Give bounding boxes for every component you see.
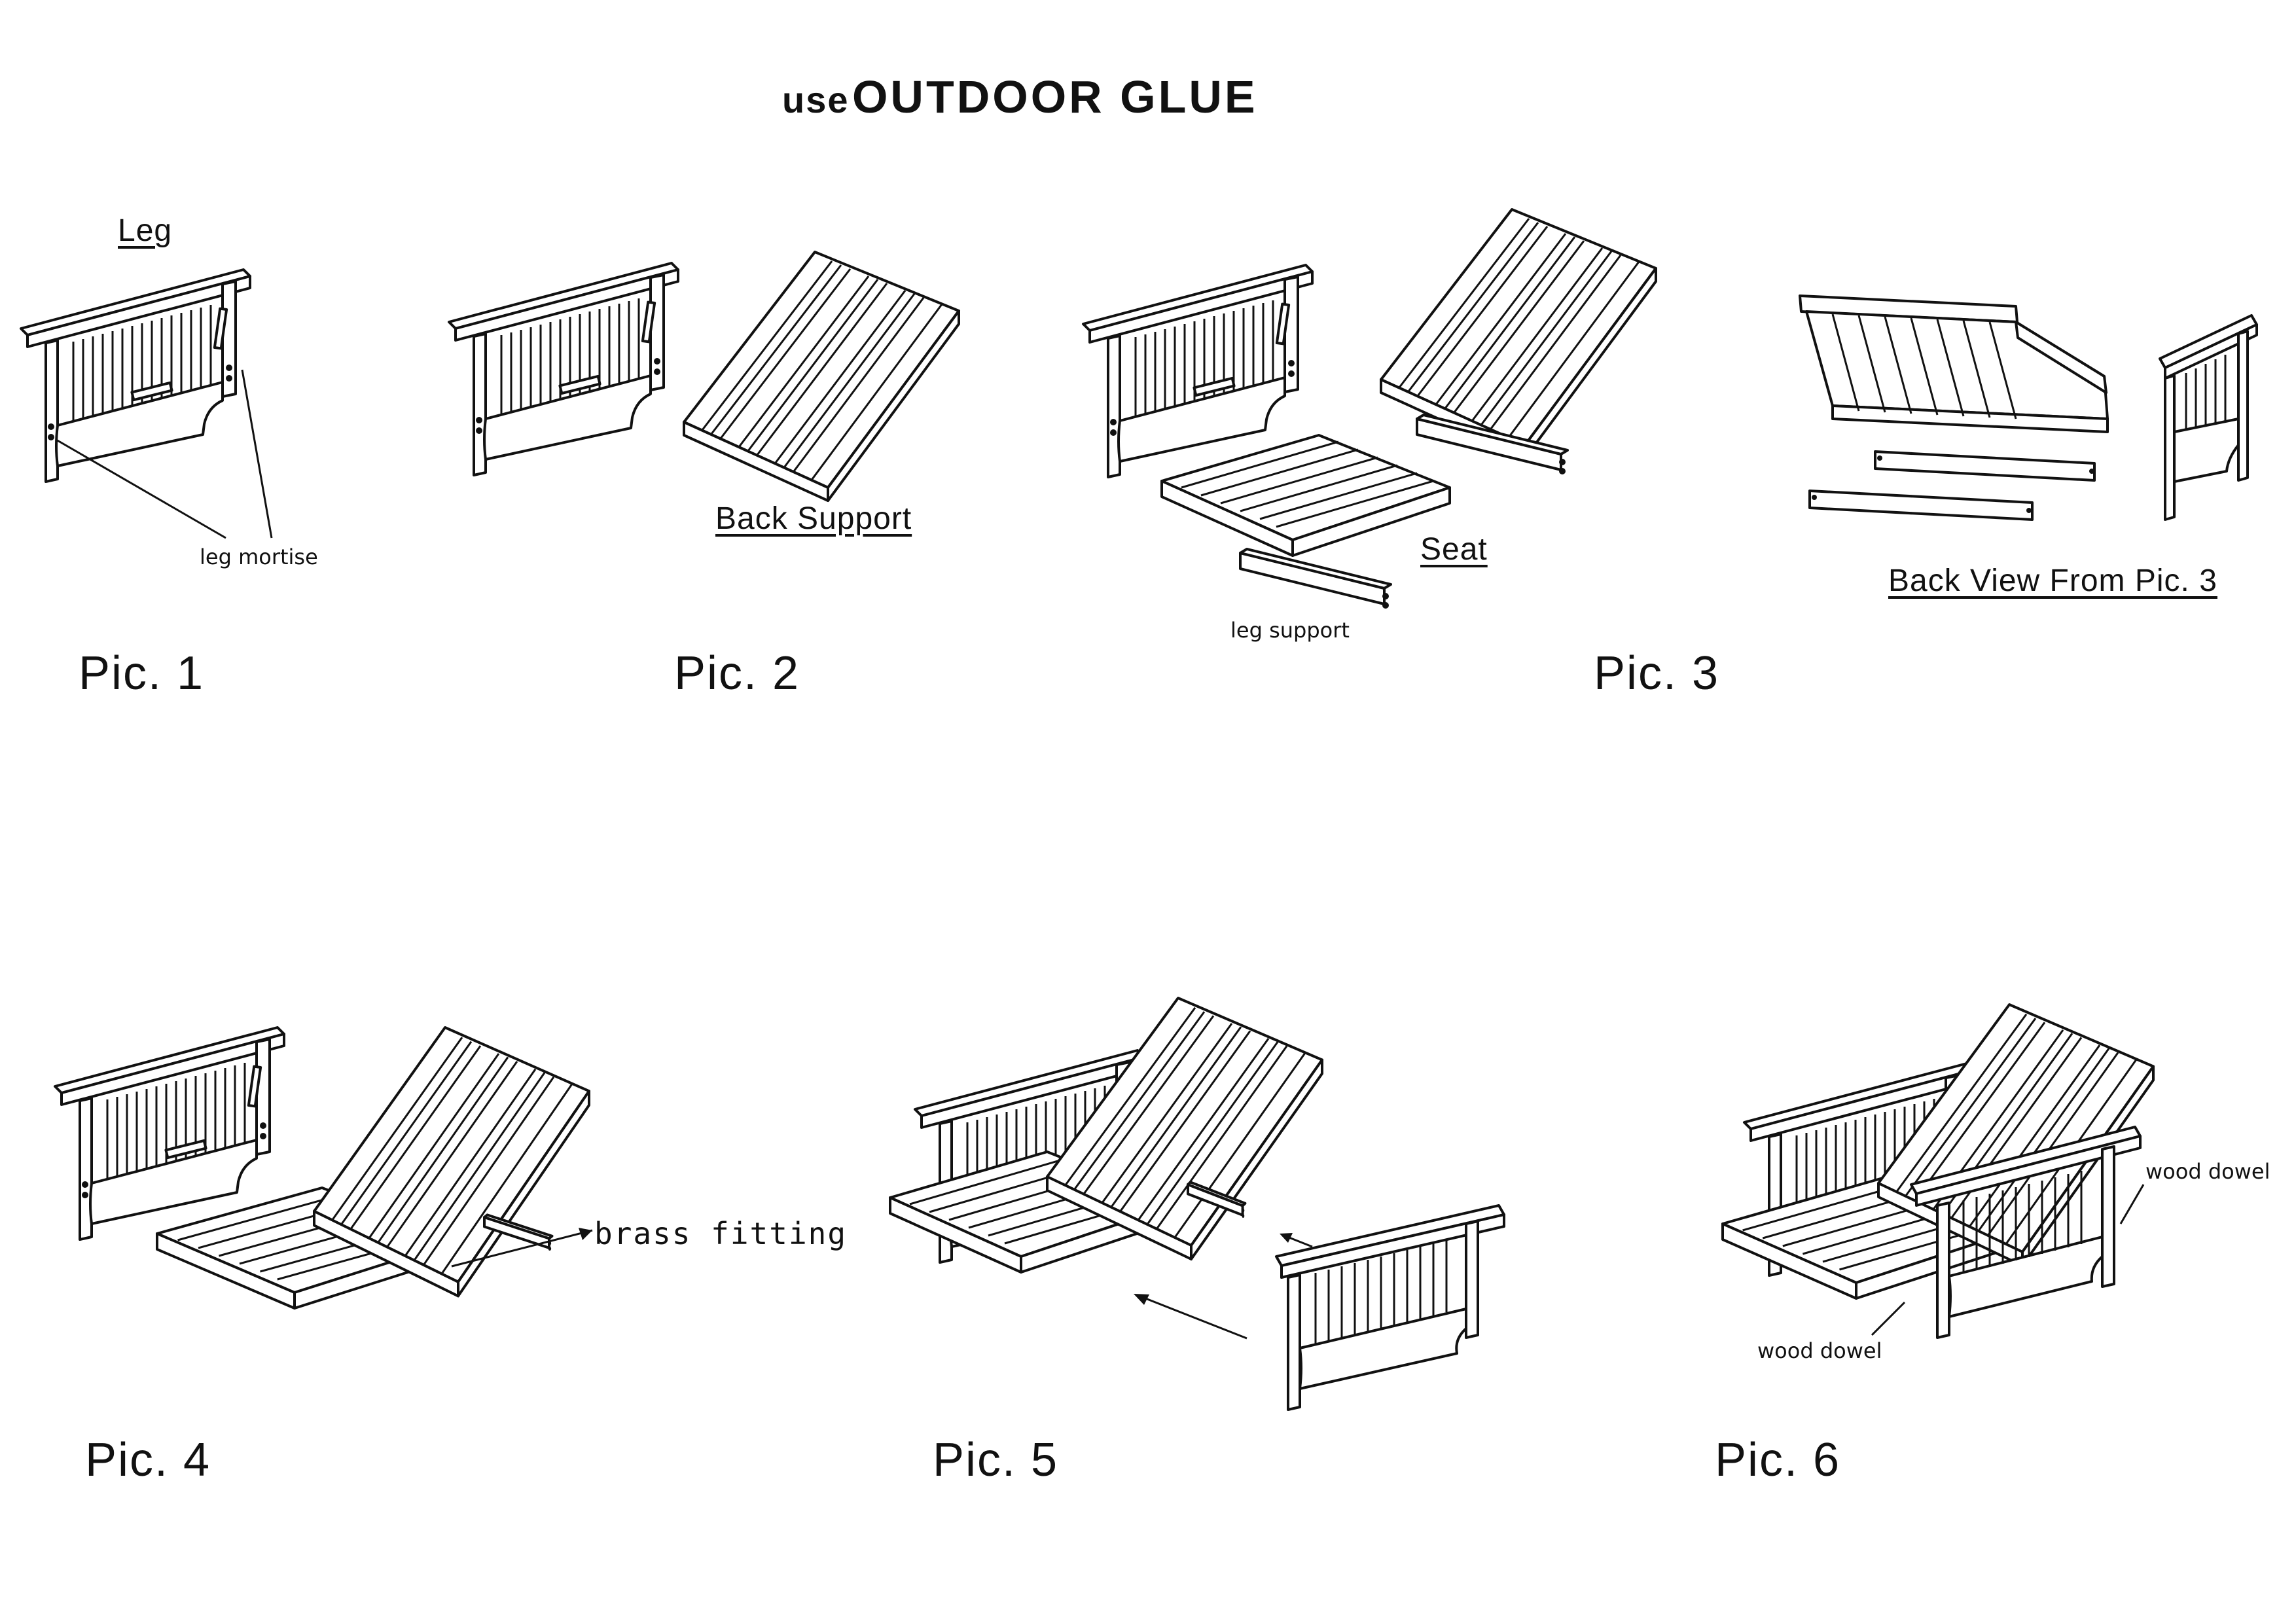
pic6-dowel-leader-left [1872,1302,1905,1335]
back-view-side-frame [2160,315,2257,520]
pic6-leg-frame-front [1911,1127,2140,1338]
pic3-leg-frame [1082,264,1314,478]
title-prefix: use [782,79,850,120]
caption-pic-1: Pic. 1 [79,647,205,700]
pic3-rail-lower [1239,548,1392,610]
pic5-arrowhead-2 [1280,1233,1293,1243]
caption-pic-6: Pic. 6 [1715,1434,1841,1486]
page-title: use OUTDOOR GLUE [782,71,1258,123]
label-wood-dowel-left: wood dowel [1757,1338,1882,1363]
label-back-view: Back View From Pic. 3 [1888,563,2217,598]
back-view-assembly [1800,296,2108,520]
caption-pic-2: Pic. 2 [674,647,800,700]
pic3-seat [1160,434,1451,557]
pic4-brass-leader [452,1230,592,1266]
pic1-leader-2 [242,370,272,538]
label-back-support: Back Support [715,501,912,536]
pic5-arrow-1 [1139,1296,1247,1338]
caption-pic-4: Pic. 4 [85,1434,211,1486]
caption-pic-5: Pic. 5 [933,1434,1059,1486]
label-leg-mortise: leg mortise [200,544,318,569]
label-brass-fitting: brass fitting [594,1216,848,1251]
pic5-arrowhead-1 [1134,1294,1149,1305]
pic4-brass-arrowhead [579,1228,592,1240]
pic6-dowel-leader-right [2121,1185,2144,1224]
label-wood-dowel-right: wood dowel [2145,1159,2270,1184]
label-leg: Leg [118,213,173,248]
pic2-leg-frame [448,262,679,476]
caption-pic-3: Pic. 3 [1594,647,1720,700]
pic2-back-support [683,251,960,502]
title-main: OUTDOOR GLUE [852,71,1258,122]
label-seat: Seat [1420,532,1488,567]
pic5-leg-frame-front [1276,1205,1504,1410]
pic1-leg-frame [20,268,251,483]
pic1-leader-1 [56,440,226,538]
label-leg-support: leg support [1230,618,1350,643]
